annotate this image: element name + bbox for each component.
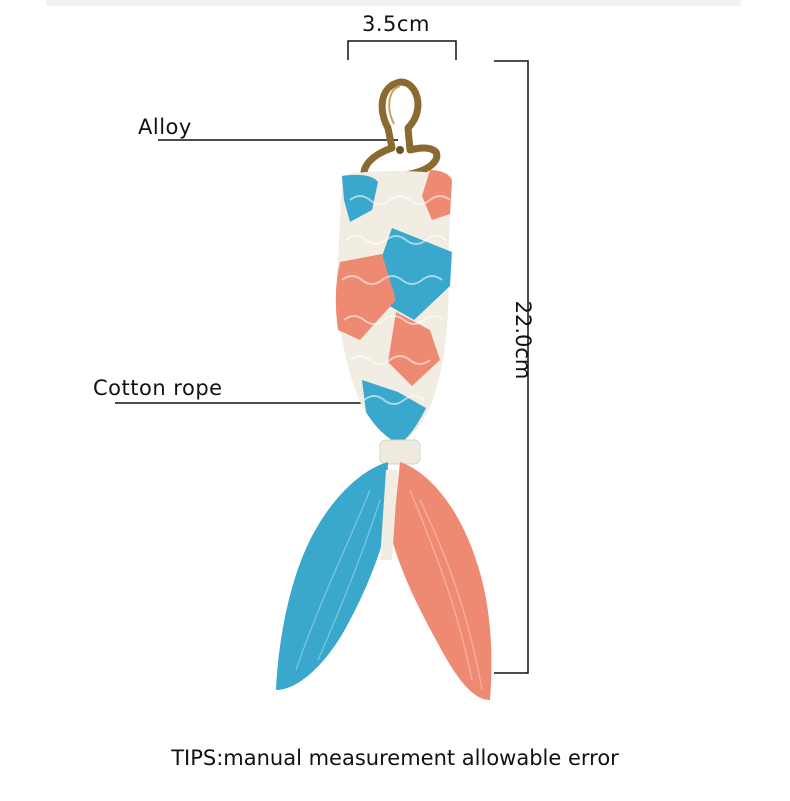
cotton-rope-body (335, 170, 452, 444)
cotton-rope-label: Cotton rope (93, 376, 223, 400)
alloy-label: Alloy (138, 115, 192, 139)
rope-wrap (379, 439, 421, 465)
tips-footer: TIPS:manual measurement allowable error (171, 746, 619, 770)
width-bracket (347, 40, 457, 60)
height-label: 22.0cm (511, 300, 535, 380)
width-label: 3.5cm (362, 12, 430, 36)
alloy-clasp (360, 78, 441, 184)
mermaid-tail (276, 462, 492, 700)
height-bracket (494, 60, 529, 674)
top-divider (46, 0, 741, 6)
